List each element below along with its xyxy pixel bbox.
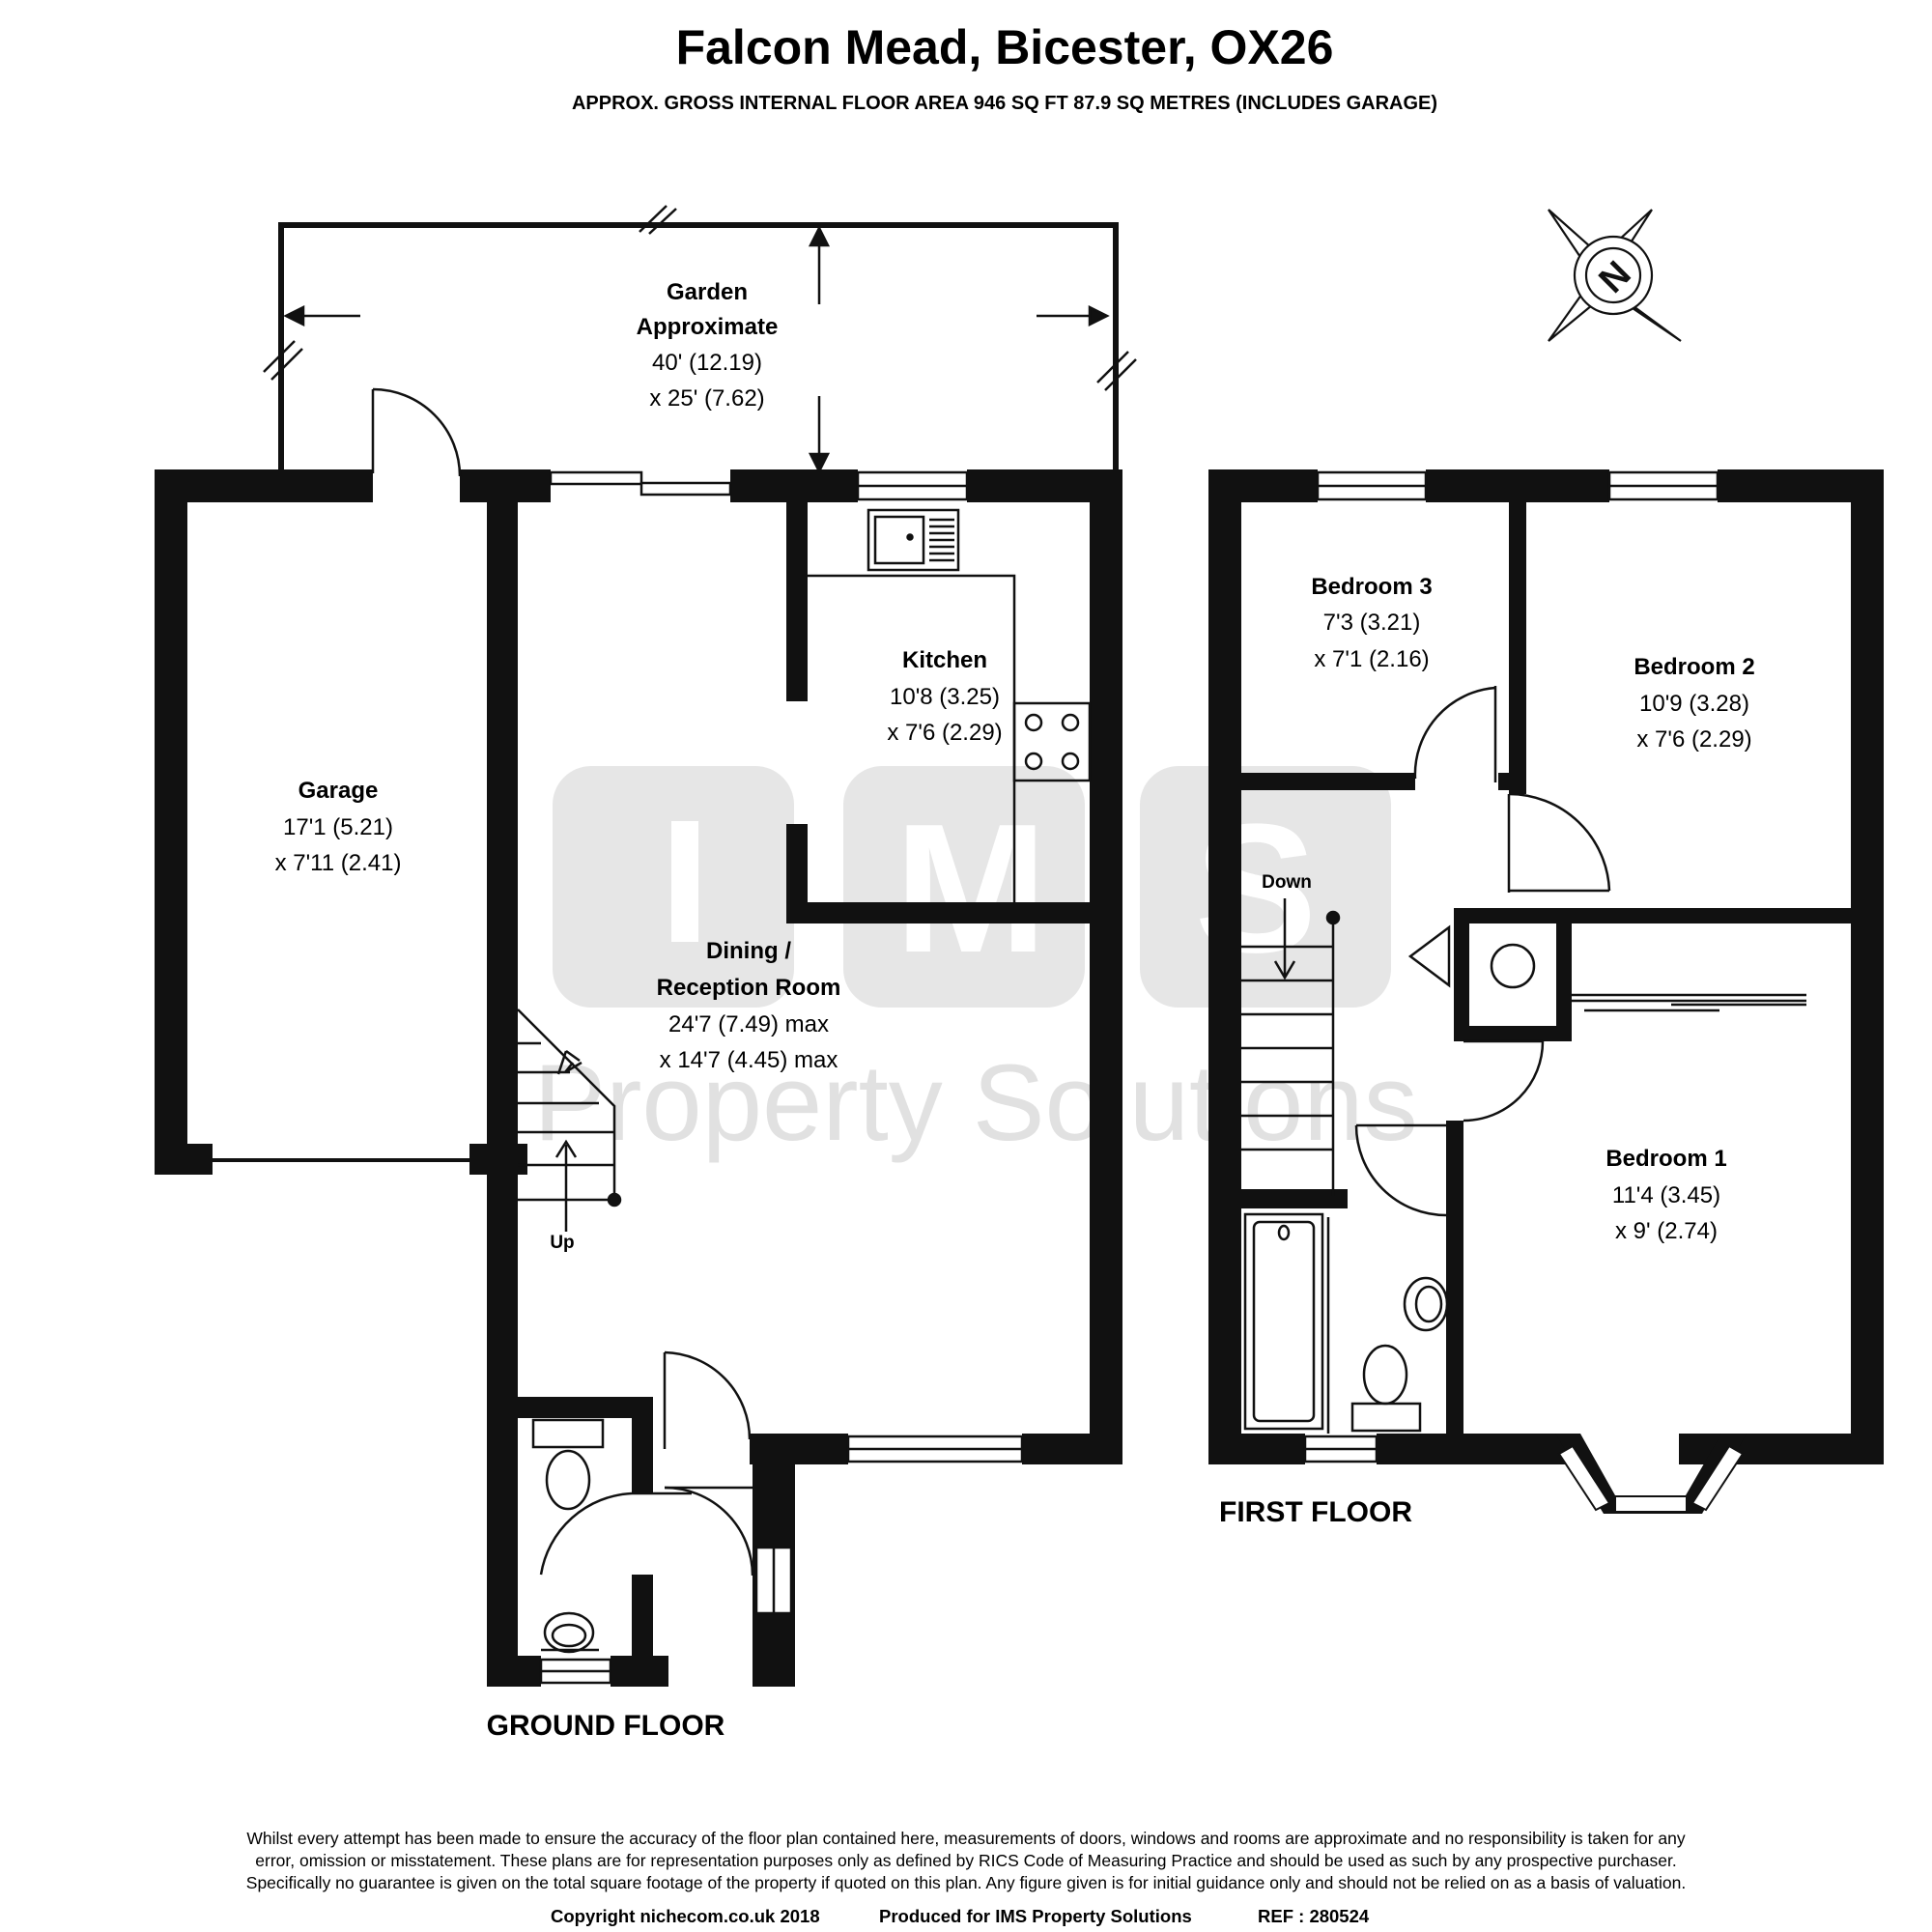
kitchen-dimension-1: 10'8 (3.25) bbox=[890, 684, 1000, 710]
stairs-down-label: Down bbox=[1262, 872, 1312, 893]
bedroom-1-dimension-2: x 9' (2.74) bbox=[1615, 1218, 1718, 1244]
ground-floor-windows bbox=[539, 470, 1024, 1685]
first-floor-plan: Bedroom 3 7'3 (3.21) x 7'1 (2.16) Bedroo… bbox=[1208, 469, 1884, 1528]
garden-outline bbox=[278, 222, 1119, 469]
garden-dimension-2: x 25' (7.62) bbox=[649, 385, 764, 412]
kitchen-label: Kitchen bbox=[902, 647, 987, 673]
kitchen-fittings bbox=[808, 508, 1092, 902]
first-floor-doors bbox=[1354, 686, 1611, 1217]
bedroom-3-label: Bedroom 3 bbox=[1311, 574, 1432, 600]
bedroom-1-dimension-1: 11'4 (3.45) bbox=[1612, 1182, 1720, 1208]
garage-dimension-1: 17'1 (5.21) bbox=[283, 814, 393, 840]
bay-window bbox=[1555, 1434, 1747, 1514]
bathroom-fittings bbox=[1243, 1212, 1449, 1434]
watermark-letter-m: M bbox=[895, 786, 1047, 991]
footer-ref: REF : 280524 bbox=[1258, 1906, 1370, 1926]
bedroom-3-dimension-2: x 7'1 (2.16) bbox=[1314, 646, 1429, 672]
garden-dimension-arrows bbox=[283, 225, 1110, 474]
bedroom-2-label: Bedroom 2 bbox=[1634, 654, 1754, 680]
bedroom-2-dimension-1: 10'9 (3.28) bbox=[1639, 691, 1749, 717]
stairs-up-label: Up bbox=[550, 1233, 574, 1253]
garden-dimension-1: 40' (12.19) bbox=[652, 350, 762, 376]
ground-floor-doors bbox=[371, 387, 754, 1577]
footer-produced: Produced for IMS Property Solutions bbox=[879, 1906, 1192, 1926]
dining-reception-label-line2: Reception Room bbox=[657, 975, 841, 1001]
garden-break-marks bbox=[263, 205, 1137, 391]
disclaimer-line-2: error, omission or misstatement. These p… bbox=[255, 1851, 1676, 1870]
kitchen-dimension-2: x 7'6 (2.29) bbox=[887, 720, 1002, 746]
garage-label: Garage bbox=[298, 778, 379, 804]
bedroom-3-dimension-1: 7'3 (3.21) bbox=[1323, 610, 1421, 636]
first-floor-windows bbox=[1303, 470, 1719, 1463]
first-floor-label: FIRST FLOOR bbox=[1219, 1496, 1412, 1528]
ground-floor-staircase bbox=[517, 1009, 622, 1232]
compass-icon: N bbox=[1548, 209, 1682, 342]
garage-dimension-2: x 7'11 (2.41) bbox=[275, 850, 402, 876]
first-floor-staircase bbox=[1241, 898, 1341, 1196]
cloakroom-fittings bbox=[531, 1418, 605, 1654]
page-subtitle: APPROX. GROSS INTERNAL FLOOR AREA 946 SQ… bbox=[572, 93, 1437, 114]
dining-reception-dimension-2: x 14'7 (4.45) max bbox=[660, 1047, 838, 1073]
watermark-text: Property Solutions bbox=[533, 1042, 1417, 1163]
disclaimer-line-1: Whilst every attempt has been made to en… bbox=[246, 1829, 1686, 1848]
garden-label-line2: Approximate bbox=[637, 314, 779, 340]
dining-reception-dimension-1: 24'7 (7.49) max bbox=[668, 1011, 829, 1037]
ground-floor-label: GROUND FLOOR bbox=[487, 1710, 725, 1742]
footer-copyright: Copyright nichecom.co.uk 2018 bbox=[551, 1906, 820, 1926]
garden-label: Garden bbox=[667, 279, 748, 305]
ground-floor-plan: Garden Approximate 40' (12.19) x 25' (7.… bbox=[155, 205, 1137, 1742]
wardrobe-doors bbox=[1572, 993, 1806, 1012]
disclaimer-line-3: Specifically no guarantee is given on th… bbox=[246, 1873, 1686, 1892]
dining-reception-label: Dining / bbox=[706, 938, 791, 964]
page-title: Falcon Mead, Bicester, OX26 bbox=[676, 20, 1334, 74]
bedroom-2-dimension-2: x 7'6 (2.29) bbox=[1636, 726, 1751, 753]
bedroom-1-label: Bedroom 1 bbox=[1605, 1146, 1726, 1172]
